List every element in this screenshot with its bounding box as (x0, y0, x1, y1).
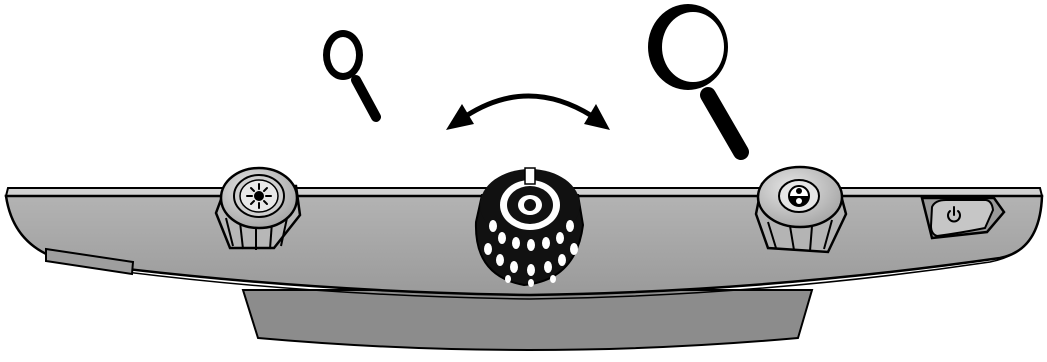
small-magnifier-icon (323, 30, 376, 117)
mode-knob[interactable] (756, 167, 846, 252)
large-magnifier-icon (648, 4, 741, 152)
contrast-icon (789, 186, 809, 206)
rotation-double-arrow-icon (446, 96, 610, 130)
zoom-knob-indicator (525, 168, 535, 184)
sun-icon (247, 184, 271, 208)
